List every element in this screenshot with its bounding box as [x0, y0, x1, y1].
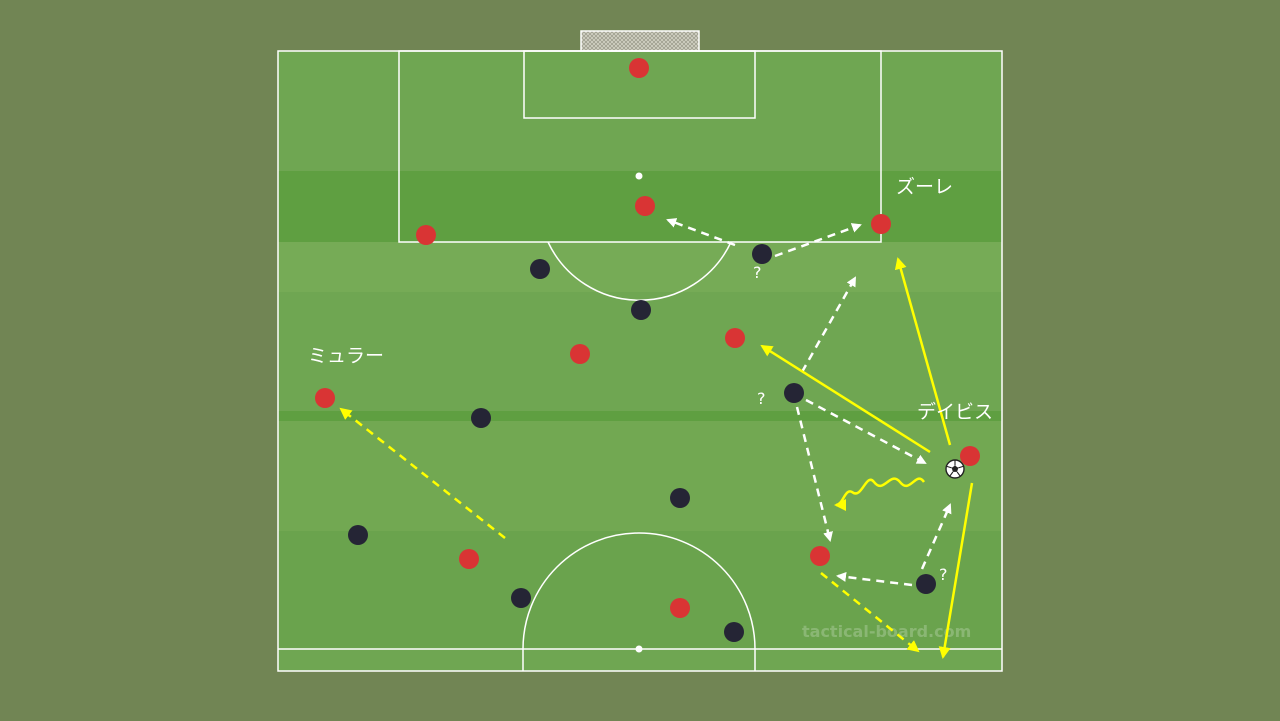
black-player[interactable] [670, 488, 690, 508]
soccer-ball-icon[interactable] [945, 459, 965, 479]
pass-arrow-dashed [820, 572, 920, 653]
movement-arrow [774, 223, 862, 258]
movement-arrow [795, 406, 833, 542]
pass-arrow-dashed [339, 407, 506, 539]
black-player[interactable] [916, 574, 936, 594]
watermark: tactical-board.com [802, 622, 971, 641]
movement-arrow [800, 276, 857, 373]
pass-arrow [760, 344, 931, 454]
goal-net [580, 30, 700, 52]
player-label-zule: ズーレ [896, 176, 953, 198]
pitch-stripe [278, 531, 1002, 649]
center-spot [635, 645, 643, 653]
red-player[interactable] [459, 549, 479, 569]
movement-arrow [836, 572, 913, 587]
question-mark: ? [939, 565, 948, 584]
dribble-arrow [834, 477, 926, 511]
red-player[interactable] [635, 196, 655, 216]
penalty-spot [635, 172, 643, 180]
red-player[interactable] [570, 344, 590, 364]
red-player[interactable] [416, 225, 436, 245]
black-player[interactable] [511, 588, 531, 608]
pitch-stripe [278, 242, 1002, 292]
black-player[interactable] [631, 300, 651, 320]
pass-arrow [938, 482, 974, 659]
black-player[interactable] [724, 622, 744, 642]
pitch-stripe [278, 421, 1002, 531]
player-label-muller: ミュラー [308, 345, 384, 367]
movement-arrow [666, 218, 736, 247]
pitch-stripe [278, 411, 1002, 421]
player-label-davies: デイビス [917, 401, 993, 423]
black-player[interactable] [784, 383, 804, 403]
movement-arrow [920, 503, 952, 570]
red-player[interactable] [725, 328, 745, 348]
movement-arrow [805, 398, 927, 465]
center-circle [522, 532, 756, 671]
black-player[interactable] [752, 244, 772, 264]
red-player[interactable] [810, 546, 830, 566]
red-player-muller[interactable] [315, 388, 335, 408]
black-player[interactable] [348, 525, 368, 545]
pass-arrows [339, 257, 974, 659]
red-team [315, 58, 980, 618]
black-player[interactable] [471, 408, 491, 428]
red-player-goalkeeper[interactable] [629, 58, 649, 78]
black-team [348, 244, 936, 642]
red-player[interactable] [670, 598, 690, 618]
black-player[interactable] [530, 259, 550, 279]
goal-area [523, 50, 756, 119]
question-mark: ? [753, 263, 762, 282]
pass-arrow [894, 257, 952, 446]
question-mark: ? [757, 389, 766, 408]
pitch [277, 30, 1003, 672]
movement-arrows [666, 218, 952, 587]
red-player-zule[interactable] [871, 214, 891, 234]
red-player-davies[interactable] [960, 446, 980, 466]
